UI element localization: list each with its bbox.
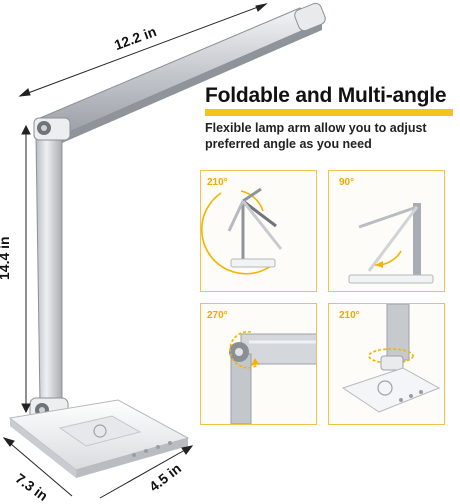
feature-desc-line-1: Flexible lamp arm allow you to adjust <box>205 121 427 135</box>
headline-underline <box>205 109 453 116</box>
panel-angle-270: 270° <box>200 303 317 425</box>
panel-angle-label: 210° <box>339 310 360 321</box>
height-label: 14.4 in <box>0 236 12 280</box>
lamp-base <box>8 399 190 478</box>
panel-angle-90: 90° <box>328 170 445 292</box>
lamp-top-hinge <box>33 117 71 141</box>
panel-angle-label: 90° <box>339 177 355 188</box>
lamp-upper-arm <box>39 2 326 143</box>
lamp-pole <box>35 133 63 405</box>
panel-angle-label: 210° <box>207 177 228 188</box>
panel-angle-210: 210° <box>200 170 317 292</box>
panel-illustration-270 <box>229 330 316 424</box>
panel-angle-label: 270° <box>207 310 228 321</box>
panel-illustration-210-base <box>341 304 441 413</box>
dimension-arrows <box>2 3 268 499</box>
panel-illustration-90 <box>348 203 434 284</box>
feature-description: Flexible lamp arm allow you to adjust pr… <box>205 120 427 152</box>
feature-title: Foldable and Multi-angle <box>205 84 447 107</box>
panel-angle-210-base: 210° <box>328 303 445 425</box>
panel-illustration-210 <box>201 187 283 275</box>
feature-desc-line-2: preferred angle as you need <box>205 137 372 151</box>
